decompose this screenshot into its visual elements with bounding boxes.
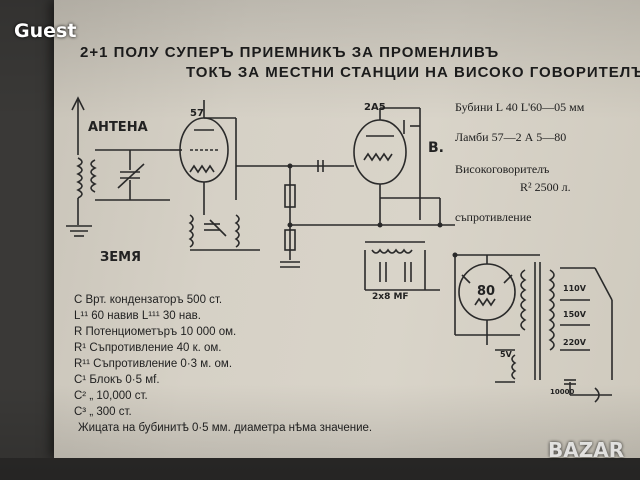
guest-watermark: Guest (14, 20, 77, 42)
antenna-arrow (71, 96, 85, 111)
choke-coil (371, 248, 413, 254)
tube-2a5 (353, 119, 407, 185)
legend-item: C¹ Блокъ 0·5 мf. (74, 374, 160, 386)
resistor-label: съпротивление (455, 210, 532, 224)
coil-l2 (188, 214, 194, 248)
bazar-watermark-logo: BAZAR (548, 438, 625, 462)
legend-item: R¹¹ Съпротивление 0·3 м. ом. (74, 358, 233, 370)
legend-item: C Врт. кондензаторъ 500 ст. (74, 294, 223, 306)
legend-item: C² „ 10,000 ст. (74, 390, 148, 402)
antenna-label: АНТЕНА (88, 120, 148, 135)
title-line-2: ТОКЪ ЗА МЕСТНИ СТАНЦИИ НА ВИСОКО ГОВОРИТ… (186, 64, 640, 81)
transformer-secondary (548, 269, 555, 351)
v110-label: 110V (563, 284, 586, 293)
v150-label: 150V (563, 310, 586, 319)
resistor-r2 (284, 229, 296, 251)
book-spine-shadow (0, 458, 640, 480)
legend-item: C³ „ 300 ст. (74, 406, 132, 418)
legend-note: Жицата на бубинитѣ 0·5 мм. диаметра нѣма… (78, 422, 373, 434)
coil-l3 (234, 214, 240, 248)
tube-2a5-label: 2A5 (364, 102, 386, 113)
v5-label: 5V (500, 350, 512, 359)
speaker-spec: Високоговорителъ (455, 162, 550, 176)
output-marker: В. (428, 140, 444, 156)
ground-label: ЗЕМЯ (100, 250, 142, 265)
coil-l1 (90, 159, 97, 193)
resistor-r1 (284, 184, 296, 208)
transformer-primary (520, 269, 527, 331)
legend-item: R¹ Съпротивление 40 к. ом. (74, 342, 222, 354)
tubes-spec: Ламби 57—2 А 5—80 (455, 130, 567, 144)
title-line-1: 2+1 ПОЛУ СУПЕРЪ ПРИЕМНИКЪ ЗА ПРОМЕНЛИВЪ (80, 44, 500, 61)
rectifier-cap-label: 2х8 МF (372, 292, 409, 302)
tube-80-label: 80 (477, 284, 496, 299)
coils-spec: Бубини L 40 L'60—05 мм (455, 100, 585, 114)
legend-item: R Потенциометъръ 10 000 ом. (74, 326, 237, 338)
resistance-spec: R² 2500 л. (520, 180, 571, 194)
tube-57 (179, 117, 229, 183)
tube-57-label: 57 (190, 108, 204, 119)
cap-10000-label: 10000 (550, 388, 575, 396)
filament-winding (511, 354, 517, 380)
mains-plug (594, 387, 600, 403)
antenna-coil (76, 157, 83, 199)
v220-label: 220V (563, 338, 586, 347)
legend-item: L¹¹ 60 навив L¹¹¹ 30 нав. (74, 310, 201, 322)
book-page (54, 0, 640, 458)
